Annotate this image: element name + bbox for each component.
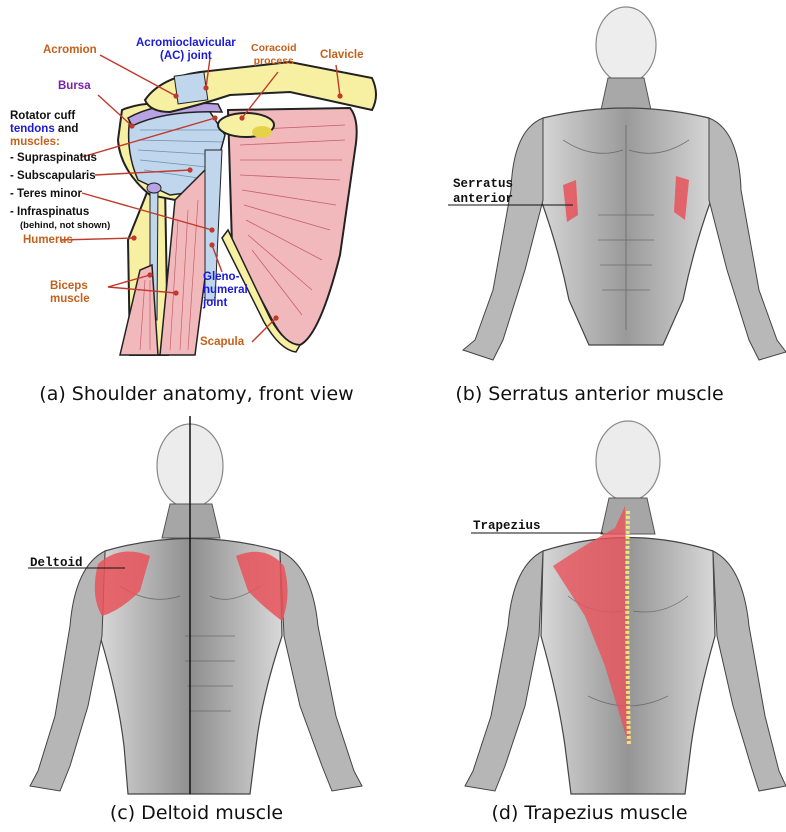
trapezius-figure [393,416,786,794]
caption-a: (a) Shoulder anatomy, front view [0,383,393,405]
label-coracoid: Coracoid process [251,42,297,68]
label-deltoid: Deltoid [30,556,83,571]
label-teres-minor: - Teres minor [10,188,82,201]
label-ac-joint-line2: (AC) joint [136,50,236,63]
label-muscles: muscles: [10,136,78,149]
label-acromion: Acromion [43,44,97,57]
label-bursa: Bursa [58,80,91,93]
caption-b: (b) Serratus anterior muscle [393,383,786,405]
label-infraspinatus: - Infraspinatus [10,206,89,219]
label-humerus: Humerus [23,234,73,247]
label-tendons: tendons [10,123,55,135]
label-and: and [55,123,79,135]
label-biceps-line2: muscle [50,293,90,306]
panel-trapezius: Trapezius (d) Trapezius muscle [393,416,786,832]
panel-serratus-anterior: Serratus anterior (b) Serratus anterior … [393,0,786,416]
label-supraspinatus: - Supraspinatus [10,152,97,165]
label-gleno-line1: Gleno- [203,271,248,284]
label-clavicle: Clavicle [320,49,363,62]
label-rotator-line1: Rotator cuff [10,110,78,123]
label-coracoid-line2: process [251,55,297,68]
label-serratus: Serratus anterior [453,177,513,207]
label-gleno-line2: humeral [203,284,248,297]
label-subscapularis: - Subscapularis [10,170,96,183]
label-infraspinatus-note: (behind, not shown) [20,219,110,232]
label-scapula: Scapula [200,336,244,349]
label-ac-joint: Acromioclavicular (AC) joint [136,37,236,63]
label-biceps: Biceps muscle [50,280,90,306]
label-gleno-line3: joint [203,297,248,310]
caption-c: (c) Deltoid muscle [0,802,393,824]
deltoid-figure [0,416,393,794]
label-coracoid-line1: Coracoid [251,42,297,55]
label-serratus-line1: Serratus [453,177,513,192]
label-glenohumeral: Gleno- humeral joint [203,271,248,310]
label-rotator-cuff: Rotator cuff tendons and muscles: [10,110,78,149]
label-rotator-line2: tendons and [10,123,78,136]
label-trapezius: Trapezius [473,519,541,534]
label-serratus-line2: anterior [453,192,513,207]
serratus-figure [393,0,786,372]
panel-deltoid: Deltoid (c) Deltoid muscle [0,416,393,832]
panel-shoulder-anatomy: Acromion Acromioclavicular (AC) joint Co… [0,0,393,416]
label-ac-joint-line1: Acromioclavicular [136,37,236,50]
label-biceps-line1: Biceps [50,280,90,293]
caption-d: (d) Trapezius muscle [393,802,786,824]
